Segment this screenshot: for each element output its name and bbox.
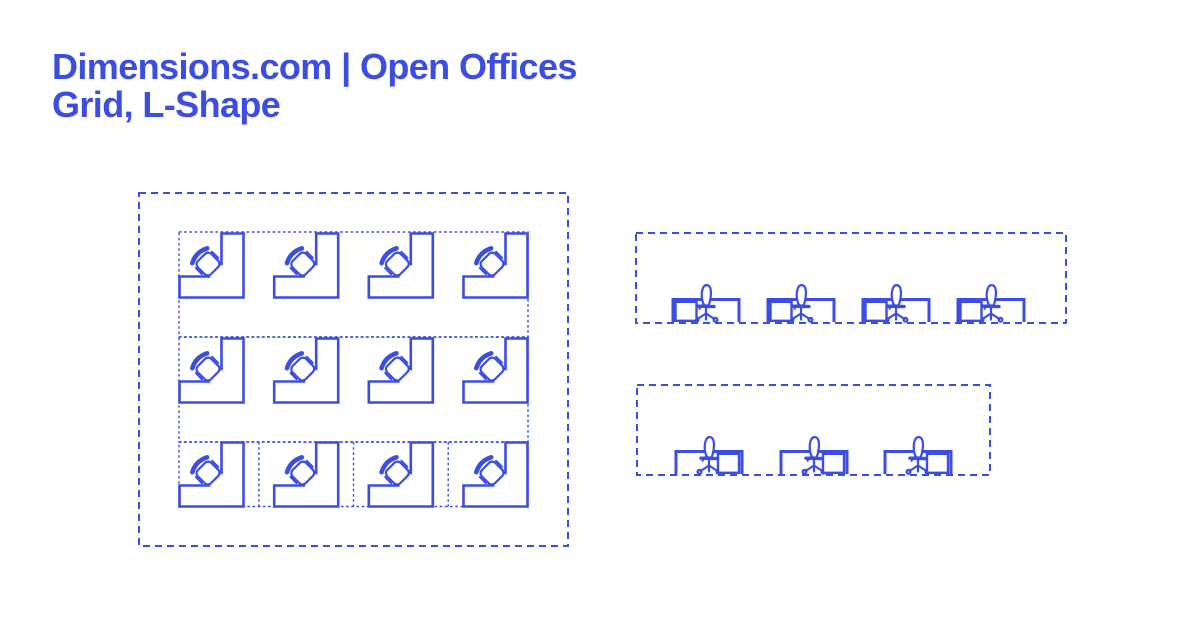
title-line-2: Grid, L-Shape	[52, 84, 281, 125]
l-desk-workstation	[369, 234, 433, 298]
desk-chair-elevation-unit	[676, 437, 742, 474]
l-desk-workstation	[274, 234, 338, 298]
l-desk-workstation	[464, 339, 528, 403]
desk-chair-elevation-unit	[768, 285, 834, 322]
elevation-strip-top	[635, 232, 1067, 324]
desk-chair-elevation-unit	[673, 285, 739, 322]
desk-chair-elevation-unit	[863, 285, 929, 322]
l-desk-workstation	[274, 443, 338, 507]
l-desk-workstation	[369, 339, 433, 403]
l-desk-workstation	[180, 443, 244, 507]
l-desk-workstation	[180, 339, 244, 403]
desk-chair-elevation-unit	[781, 437, 847, 474]
title-line-1: Dimensions.com | Open Offices	[52, 46, 577, 87]
l-desk-workstation	[464, 234, 528, 298]
l-desk-workstation	[464, 443, 528, 507]
desk-chair-elevation-unit	[885, 437, 951, 474]
plan-grid-diagram	[138, 192, 569, 547]
elevation-strip-bottom	[636, 384, 991, 476]
page-title: Dimensions.com | Open Offices Grid, L-Sh…	[52, 48, 577, 124]
l-desk-workstation	[274, 339, 338, 403]
desk-chair-elevation-unit	[958, 285, 1024, 322]
l-desk-workstation	[369, 443, 433, 507]
l-desk-workstation	[180, 234, 244, 298]
